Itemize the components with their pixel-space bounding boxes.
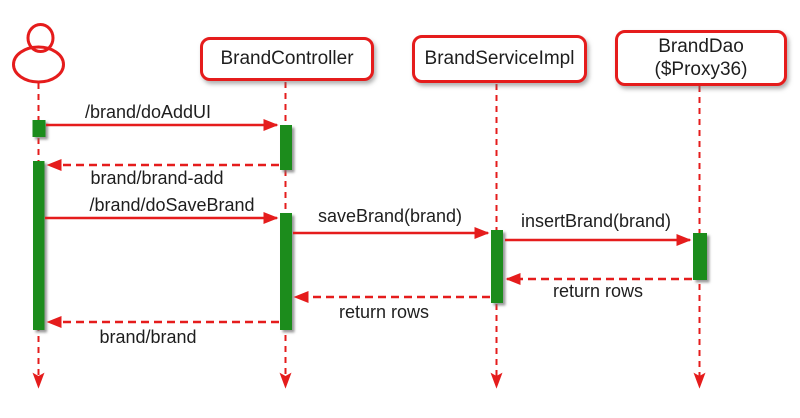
message-label-do-save-brand: /brand/doSaveBrand [89,195,255,215]
participant-label: BrandDao [658,35,744,57]
participant-sublabel: ($Proxy36) [654,59,748,80]
participant-branddao: BrandDao ($Proxy36) [615,30,787,86]
message-label-do-add-ui: /brand/doAddUI [84,102,212,122]
message-label-save-brand: saveBrand(brand) [317,206,463,226]
activation-bar-service [491,230,503,303]
activation-bar-controller-2 [280,213,292,330]
participant-brandcontroller: BrandController [200,37,374,81]
activation-bar-dao [693,233,707,280]
message-label-return-rows-service: return rows [338,302,430,322]
participant-label: BrandController [220,48,354,70]
activation-bar-actor-2 [33,161,45,330]
message-label-brand-return: brand/brand [99,327,197,347]
user-actor-icon [12,23,65,84]
message-label-brand-add-return: brand/brand-add [90,168,224,188]
message-label-insert-brand: insertBrand(brand) [520,211,672,231]
message-label-return-rows-dao: return rows [552,281,644,301]
activation-bar-controller-1 [280,125,292,170]
participant-label: BrandServiceImpl [424,48,575,70]
activation-bar-actor-1 [32,120,46,137]
participant-brandserviceimpl: BrandServiceImpl [412,35,587,83]
